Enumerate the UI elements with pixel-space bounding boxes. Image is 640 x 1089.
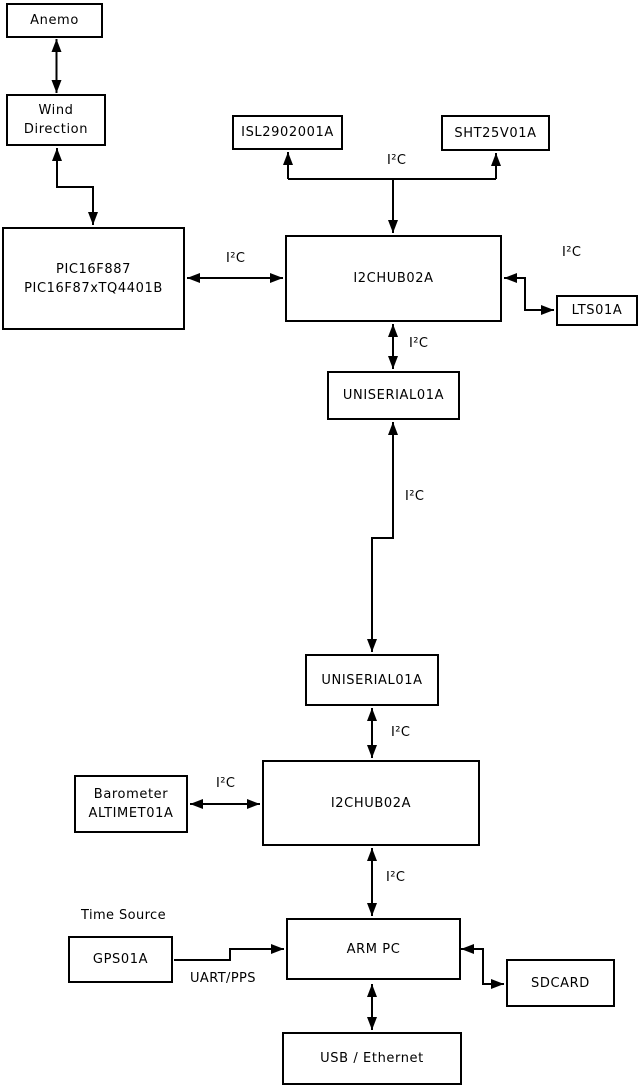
node-label-line1: Barometer [93,787,169,802]
node-label-line2: PIC16F87xTQ4401B [24,280,163,296]
node-isl2902001a: ISL2902001A [232,115,343,150]
node-sht25v01a: SHT25V01A [441,115,550,151]
node-label: ARM PC [346,941,401,957]
node-uniserial-2: UNISERIAL01A [305,654,439,706]
node-label: USB / Ethernet [320,1051,424,1066]
node-label: UNISERIAL01A [321,672,423,688]
label-i2c-uniserial-link: I²C [405,489,425,504]
edge-gps-armpc-uart [174,944,284,961]
node-lts01a: LTS01A [556,295,638,326]
label-i2c-uniserial2-hub2: I²C [391,725,411,740]
edge-winddirection-pic [52,148,98,225]
node-label-line2: Direction [23,122,89,137]
node-sdcard: SDCARD [506,959,615,1007]
node-wind-direction: Wind Direction [6,94,106,146]
node-label: I2CHUB02A [353,271,434,286]
label-i2c-bus-top: I²C [387,153,407,168]
node-i2c-hub-2: I2CHUB02A [262,760,480,846]
label-i2c-barometer-hub2: I²C [216,776,236,791]
node-label: Anemo [30,13,79,28]
node-label: UNISERIAL01A [342,388,445,403]
node-label: I2CHUB02A [330,795,412,811]
node-barometer: Barometer ALTIMET01A [74,775,188,833]
node-label: SDCARD [531,975,590,991]
node-label-line1: PIC16F887 [56,261,131,277]
node-uniserial-1: UNISERIAL01A [327,371,460,420]
label-i2c-hub1-uniserial1: I²C [409,336,429,351]
node-label: LTS01A [571,303,623,318]
node-label: SHT25V01A [454,125,537,141]
edge-hub1-lts [504,273,554,315]
node-anemometer: Anemo [6,3,103,38]
label-i2c-hub1-lts: I²C [562,245,582,260]
label-uart-pps: UART/PPS [190,971,256,986]
node-label: GPS01A [92,952,149,967]
node-arm-pc: ARM PC [286,918,461,980]
label-i2c-hub2-armpc: I²C [386,870,406,885]
node-i2c-hub-1: I2CHUB02A [285,235,502,322]
node-label: ISL2902001A [241,125,334,140]
node-usb-ethernet: USB / Ethernet [282,1032,462,1085]
edge-armpc-sdcard [461,944,504,989]
node-label-line1: Wind [38,103,74,118]
node-pic-microcontroller: PIC16F887 PIC16F87xTQ4401B [2,227,185,330]
label-time-source: Time Source [81,908,166,923]
node-label-line2: ALTIMET01A [88,806,174,821]
edge-uniserial1-uniserial2 [367,422,398,652]
node-gps01a: GPS01A [68,936,173,983]
label-i2c-pic-hub1: I²C [226,251,246,266]
